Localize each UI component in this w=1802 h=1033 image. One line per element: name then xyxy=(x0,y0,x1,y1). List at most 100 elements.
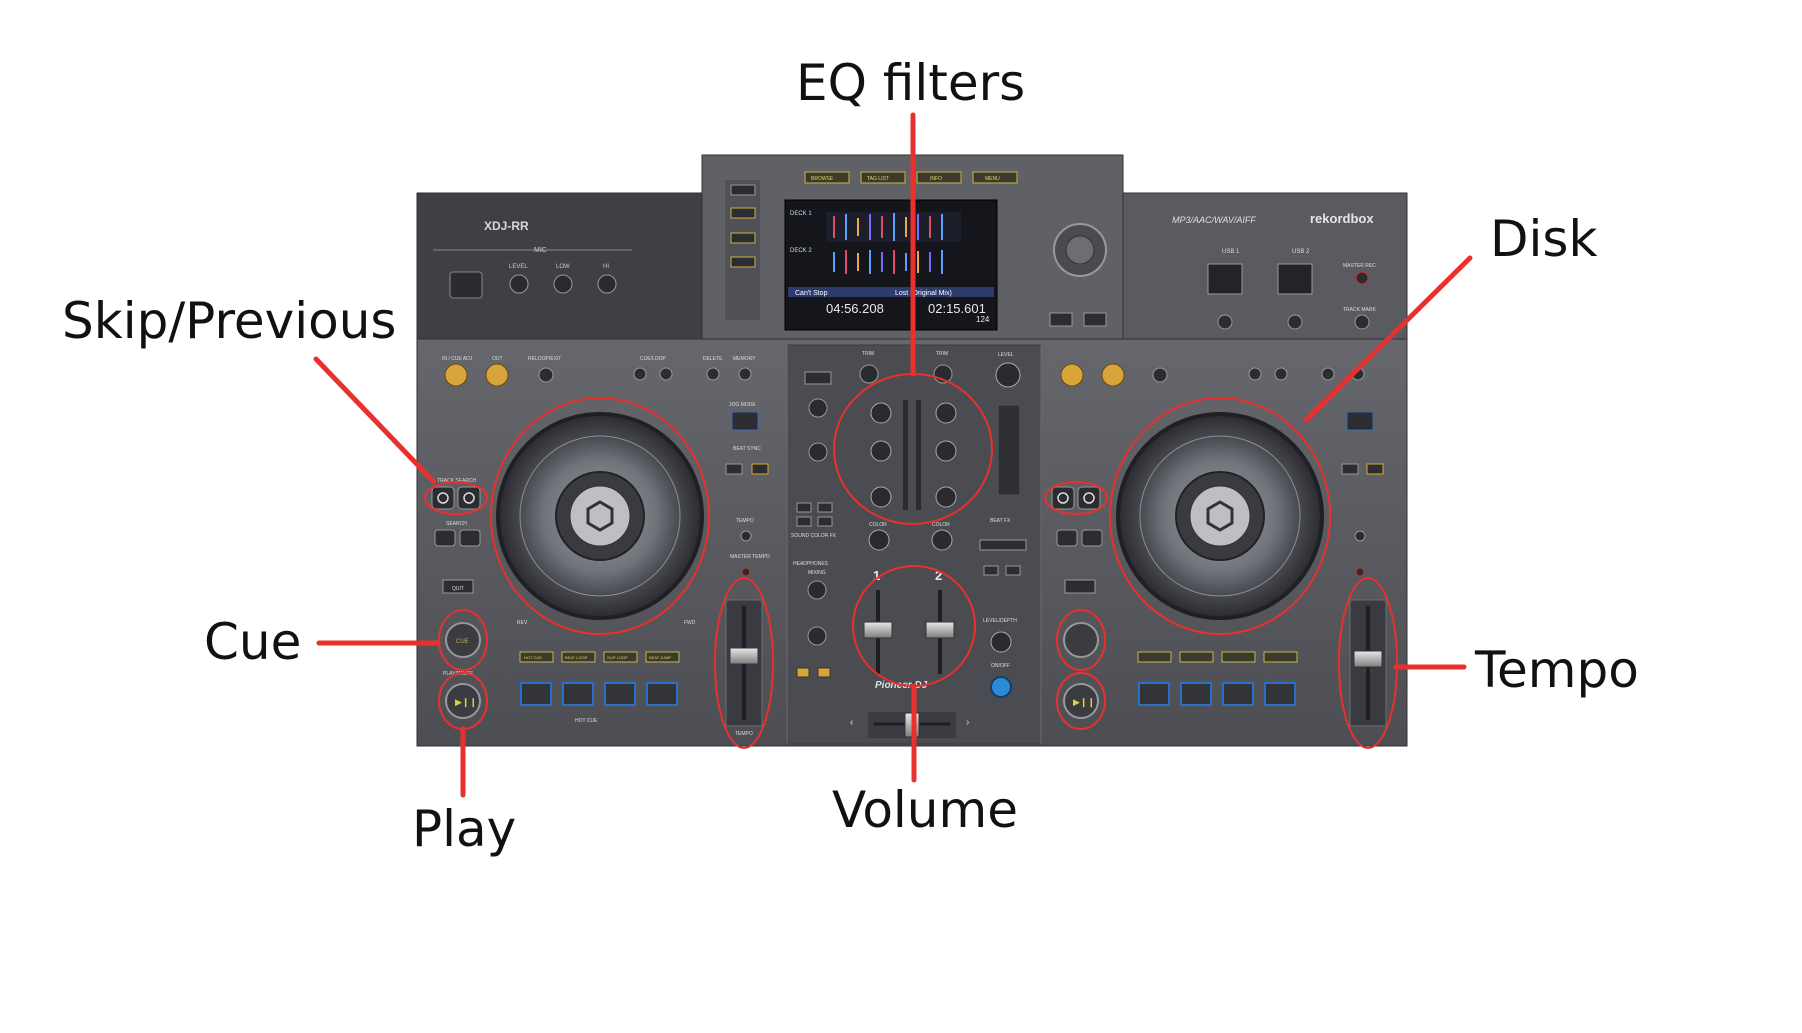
info-button[interactable] xyxy=(916,171,962,184)
left-jog-mode-button[interactable] xyxy=(731,411,759,431)
ch2-cue-button[interactable] xyxy=(817,667,831,678)
left-tempo-slider[interactable] xyxy=(729,647,759,665)
right-pad-4[interactable] xyxy=(1264,682,1296,706)
right-play-button[interactable] xyxy=(1063,683,1099,719)
usb1-port[interactable] xyxy=(1207,263,1243,295)
left-memory-button[interactable] xyxy=(738,367,752,381)
sidebar-button-4[interactable] xyxy=(730,256,756,268)
left-pad-1[interactable] xyxy=(520,682,552,706)
sidebar-button-3[interactable] xyxy=(730,232,756,244)
sidebar-button-1[interactable] xyxy=(730,184,756,196)
right-sync-button[interactable] xyxy=(1341,463,1359,475)
right-master-button[interactable] xyxy=(1366,463,1384,475)
mic-level-knob[interactable] xyxy=(509,274,529,294)
ch2-low-knob[interactable] xyxy=(935,486,957,508)
left-out-button[interactable] xyxy=(485,363,509,387)
right-hot-cue-mode[interactable] xyxy=(1137,651,1172,663)
mixer-left-switch[interactable] xyxy=(804,371,832,385)
left-reloop-button[interactable] xyxy=(538,367,554,383)
beat-fx-on-off-button[interactable] xyxy=(990,676,1012,698)
right-tempo-range-button[interactable] xyxy=(1354,530,1366,542)
mic-low-knob[interactable] xyxy=(553,274,573,294)
left-tempo-range-button[interactable] xyxy=(740,530,752,542)
right-in-button[interactable] xyxy=(1060,363,1084,387)
right-search-back[interactable] xyxy=(1056,529,1078,547)
right-cue-loop-back[interactable] xyxy=(1248,367,1262,381)
left-in-button[interactable] xyxy=(444,363,468,387)
screen-right-button-1[interactable] xyxy=(1049,312,1073,327)
ch1-color-knob[interactable] xyxy=(868,529,890,551)
right-pad-2[interactable] xyxy=(1180,682,1212,706)
right-pad-3[interactable] xyxy=(1222,682,1254,706)
channel-2-fader[interactable] xyxy=(925,621,955,639)
track-mark-button[interactable] xyxy=(1354,314,1370,330)
level-depth-knob[interactable] xyxy=(990,631,1012,653)
headphones-mixing-knob[interactable] xyxy=(807,580,827,600)
right-tempo-slider[interactable] xyxy=(1353,650,1383,668)
left-delete-button[interactable] xyxy=(706,367,720,381)
sound-color-fx-button-1[interactable] xyxy=(796,502,812,513)
right-beat-loop-mode[interactable] xyxy=(1179,651,1214,663)
right-master-tempo-button[interactable] xyxy=(1355,567,1365,577)
right-quit-button[interactable] xyxy=(1064,579,1096,594)
left-sync-button[interactable] xyxy=(725,463,743,475)
left-beat-jump-mode[interactable] xyxy=(645,651,680,663)
ch1-low-knob[interactable] xyxy=(870,486,892,508)
mic-hi-knob[interactable] xyxy=(597,274,617,294)
right-track-search-back[interactable] xyxy=(1051,486,1075,510)
ch1-cue-button[interactable] xyxy=(796,667,810,678)
mixer-left-hi-knob[interactable] xyxy=(808,442,828,462)
left-master-button[interactable] xyxy=(751,463,769,475)
left-slip-loop-mode[interactable] xyxy=(603,651,638,663)
left-hot-cue-mode[interactable] xyxy=(519,651,554,663)
sound-color-fx-button-2[interactable] xyxy=(817,502,833,513)
left-master-tempo-button[interactable] xyxy=(741,567,751,577)
mic-switch[interactable] xyxy=(449,271,483,299)
sidebar-button-2[interactable] xyxy=(730,207,756,219)
master-level-knob[interactable] xyxy=(995,362,1021,388)
left-cue-loop-fwd[interactable] xyxy=(659,367,673,381)
beat-fx-button-2[interactable] xyxy=(1005,565,1021,576)
right-delete-button[interactable] xyxy=(1321,367,1335,381)
right-out-button[interactable] xyxy=(1101,363,1125,387)
mixer-left-trim-knob[interactable] xyxy=(808,398,828,418)
left-pad-2[interactable] xyxy=(562,682,594,706)
ch2-mid-knob[interactable] xyxy=(935,440,957,462)
screen-right-button-2[interactable] xyxy=(1083,312,1107,327)
menu-button[interactable] xyxy=(972,171,1018,184)
left-cue-button[interactable] xyxy=(445,622,481,658)
left-beat-loop-mode[interactable] xyxy=(561,651,596,663)
ch2-color-knob[interactable] xyxy=(931,529,953,551)
left-track-search-fwd[interactable] xyxy=(457,486,481,510)
right-cue-loop-fwd[interactable] xyxy=(1274,367,1288,381)
usb1-stop-button[interactable] xyxy=(1217,314,1233,330)
right-jog-mode-button[interactable] xyxy=(1346,411,1374,431)
sound-color-fx-button-3[interactable] xyxy=(796,516,812,527)
ch2-hi-knob[interactable] xyxy=(935,402,957,424)
ch1-hi-knob[interactable] xyxy=(870,402,892,424)
left-quit-button[interactable] xyxy=(442,579,474,594)
ch1-trim-knob[interactable] xyxy=(859,364,879,384)
tag-list-button[interactable] xyxy=(860,171,906,184)
right-pad-1[interactable] xyxy=(1138,682,1170,706)
left-pad-3[interactable] xyxy=(604,682,636,706)
right-track-search-fwd[interactable] xyxy=(1077,486,1101,510)
left-pad-4[interactable] xyxy=(646,682,678,706)
beat-fx-select[interactable] xyxy=(979,539,1027,551)
beat-fx-button-1[interactable] xyxy=(983,565,999,576)
left-search-back[interactable] xyxy=(434,529,456,547)
usb2-stop-button[interactable] xyxy=(1287,314,1303,330)
left-track-search-back[interactable] xyxy=(431,486,455,510)
right-cue-button[interactable] xyxy=(1063,622,1099,658)
left-play-button[interactable] xyxy=(445,683,481,719)
right-slip-loop-mode[interactable] xyxy=(1221,651,1256,663)
right-search-fwd[interactable] xyxy=(1081,529,1103,547)
browse-button[interactable] xyxy=(804,171,850,184)
right-reloop-button[interactable] xyxy=(1152,367,1168,383)
channel-1-fader[interactable] xyxy=(863,621,893,639)
usb2-port[interactable] xyxy=(1277,263,1313,295)
headphones-level-knob[interactable] xyxy=(807,626,827,646)
master-rec-button[interactable] xyxy=(1355,271,1369,285)
sound-color-fx-button-4[interactable] xyxy=(817,516,833,527)
left-search-fwd[interactable] xyxy=(459,529,481,547)
